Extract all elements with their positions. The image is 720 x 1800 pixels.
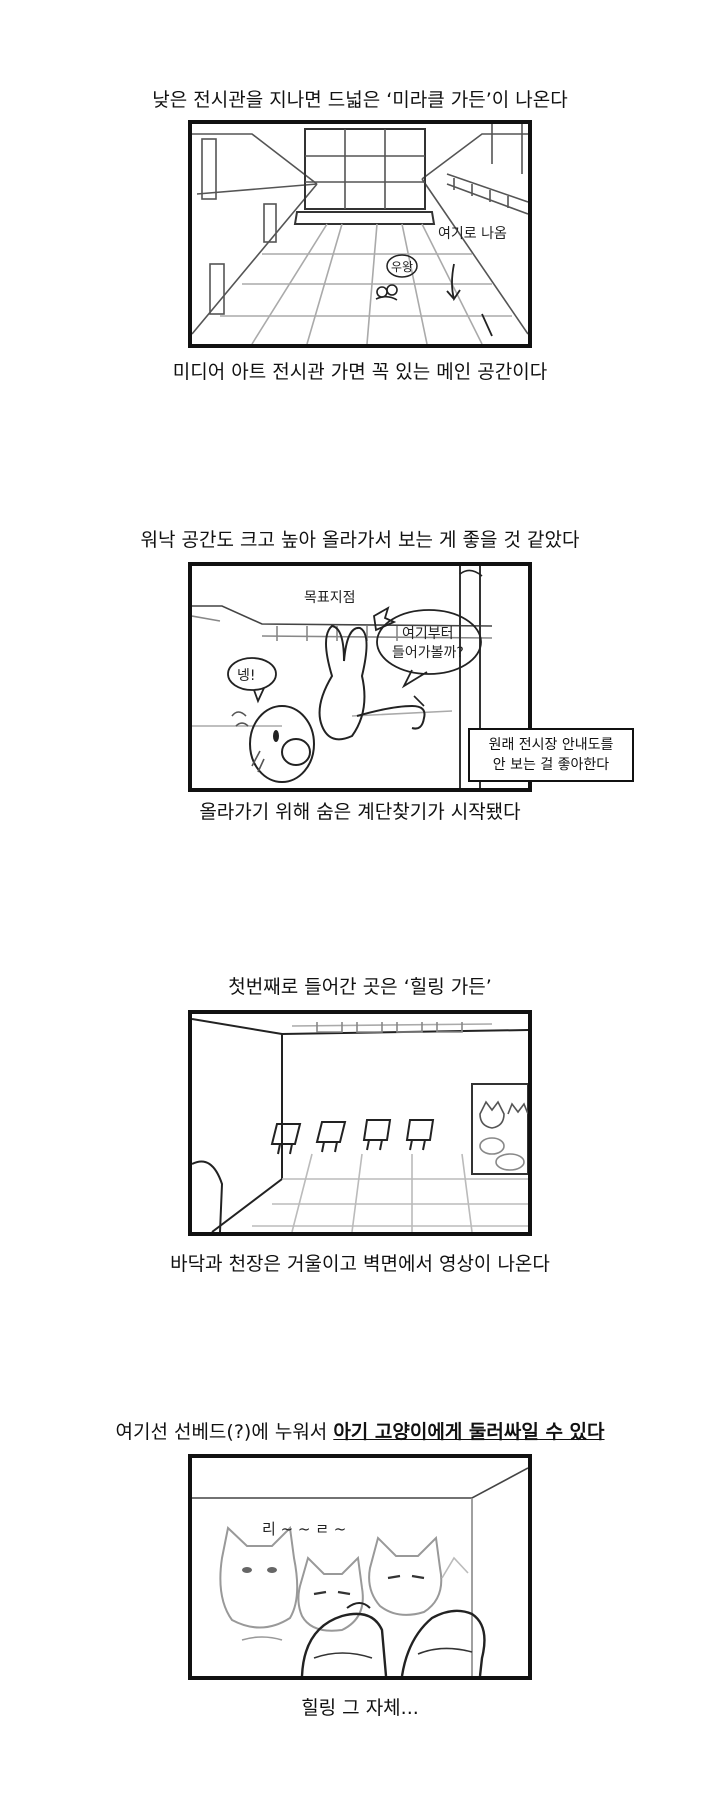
yes-bubble-text: 넹! [237,668,256,684]
panel1-illustration: 여기로 나옴 우왕 [188,120,532,348]
question-bubble-line2: 들어가볼까? [392,645,464,661]
purr-sound-text: 리 ~ ~ ㄹ ~ [262,1520,346,1538]
panel4-caption-emphasis: 아기 고양이에게 둘러싸일 수 있다 [333,1421,605,1443]
panel4-caption-bottom: 힐링 그 자체... [301,1697,419,1719]
side-note-box: 원래 전시장 안내도를 안 보는 걸 좋아한다 [468,728,634,782]
panel2-caption-bottom: 올라가기 위해 숨은 계단찾기가 시작됐다 [199,801,521,823]
panel3-caption-top: 첫번째로 들어간 곳은 ‘힐링 가든’ [228,976,492,998]
panel4-illustration: 리 ~ ~ ㄹ ~ [188,1454,532,1680]
panel3-caption-bottom: 바닥과 천장은 거울이고 벽면에서 영상이 나온다 [170,1253,550,1275]
side-note-line2: 안 보는 걸 좋아한다 [492,757,610,773]
exit-label: 여기로 나옴 [438,226,507,242]
panel1-caption-top: 낮은 전시관을 지나면 드넓은 ‘미라클 가든’이 나온다 [152,89,568,111]
wow-label: 우왕 [391,260,413,274]
panel4-caption-top: 여기선 선베드(?)에 누워서 아기 고양이에게 둘러싸일 수 있다 [0,1420,720,1444]
goal-label: 목표지점 [304,590,356,606]
panel1-caption-bottom: 미디어 아트 전시관 가면 꼭 있는 메인 공간이다 [172,361,548,383]
side-note-line1: 원래 전시장 안내도를 [488,737,614,753]
question-bubble-line1: 여기부터 [402,626,454,642]
panel2-caption-top: 워낙 공간도 크고 높아 올라가서 보는 게 좋을 것 같았다 [140,529,580,551]
panel3-illustration [188,1010,532,1236]
panel4-caption-plain: 여기선 선베드(?)에 누워서 [115,1421,334,1443]
